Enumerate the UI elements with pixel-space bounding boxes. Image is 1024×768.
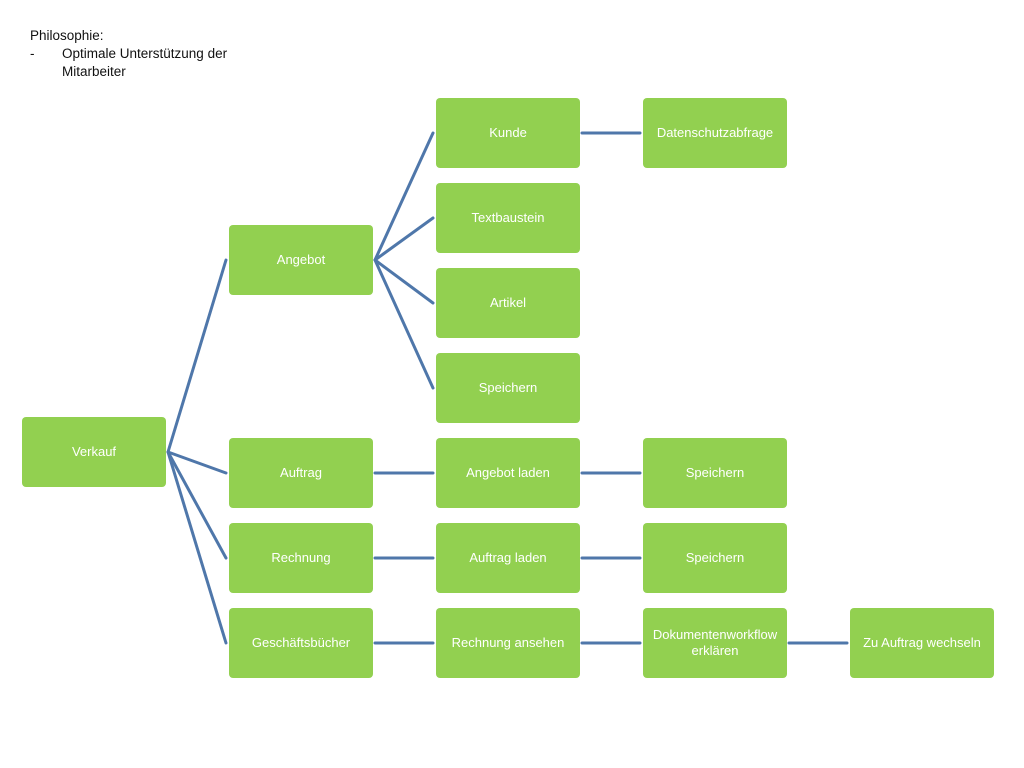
connector-angebot-speichern_angebot (373, 258, 435, 390)
node-angebot-laden[interactable]: Angebot laden (436, 438, 580, 508)
note-line-1: Optimale Unterstützung der (62, 46, 228, 61)
note-title: Philosophie: (30, 28, 104, 43)
bullet-dash: - (30, 46, 35, 61)
note-bullet-row: - Optimale Unterstützung der (30, 45, 227, 63)
node-auftrag-laden[interactable]: Auftrag laden (436, 523, 580, 593)
node-angebot[interactable]: Angebot (229, 225, 373, 295)
node-speichern-rechnung[interactable]: Speichern (643, 523, 787, 593)
node-rechnung[interactable]: Rechnung (229, 523, 373, 593)
node-zu-auftrag-wechseln[interactable]: Zu Auftrag wechseln (850, 608, 994, 678)
connector-verkauf-geschaeftsbuecher (166, 450, 228, 645)
connector-angebot-textbaustein (373, 216, 435, 262)
node-geschaeftsbuecher[interactable]: Geschäftsbücher (229, 608, 373, 678)
connector-angebot-kunde (373, 131, 435, 262)
connector-verkauf-angebot (166, 258, 228, 454)
note-line-2: Mitarbeiter (62, 64, 126, 79)
node-kunde[interactable]: Kunde (436, 98, 580, 168)
node-dokumentenworkflow[interactable]: Dokumentenworkflow erklären (643, 608, 787, 678)
node-speichern-angebot[interactable]: Speichern (436, 353, 580, 423)
node-datenschutzabfrage[interactable]: Datenschutzabfrage (643, 98, 787, 168)
connector-verkauf-rechnung (166, 450, 228, 560)
node-artikel[interactable]: Artikel (436, 268, 580, 338)
node-speichern-auftrag[interactable]: Speichern (643, 438, 787, 508)
philosophy-note: Philosophie: - Optimale Unterstützung de… (30, 27, 227, 81)
connector-verkauf-auftrag (166, 450, 228, 475)
node-textbaustein[interactable]: Textbaustein (436, 183, 580, 253)
node-verkauf[interactable]: Verkauf (22, 417, 166, 487)
node-rechnung-ansehen[interactable]: Rechnung ansehen (436, 608, 580, 678)
connector-angebot-artikel (373, 258, 435, 305)
node-auftrag[interactable]: Auftrag (229, 438, 373, 508)
